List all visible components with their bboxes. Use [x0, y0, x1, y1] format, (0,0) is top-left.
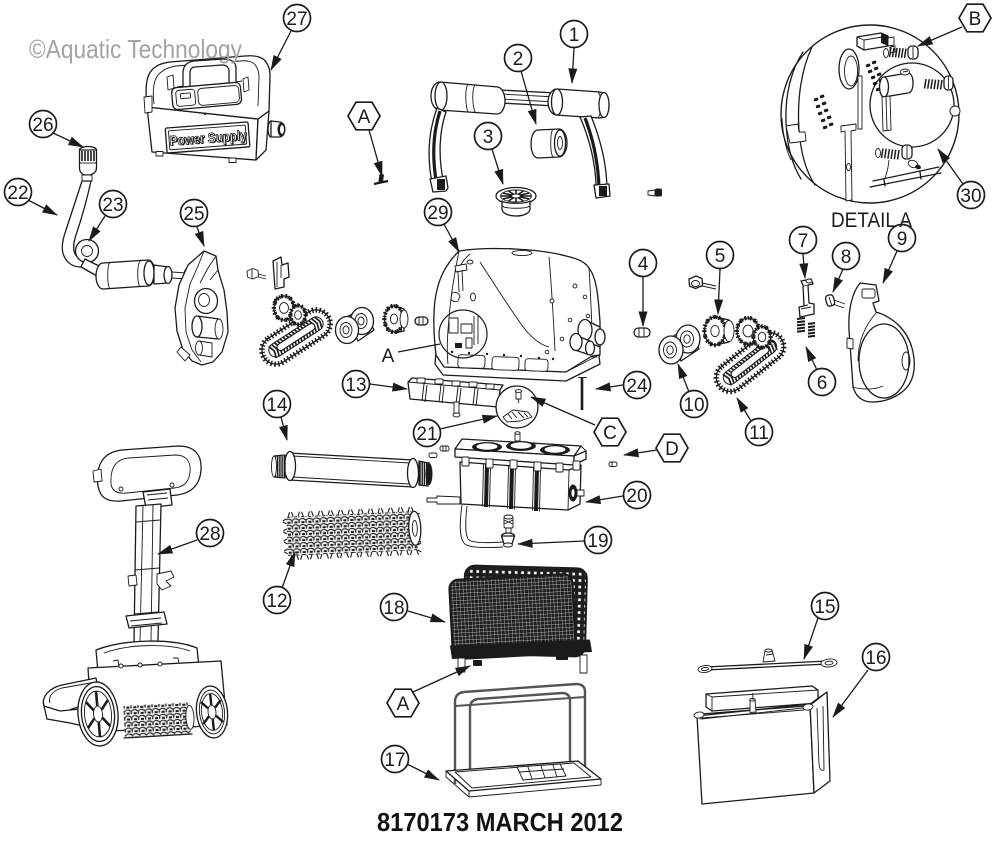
- svg-text:16: 16: [865, 648, 886, 669]
- svg-text:8: 8: [841, 247, 852, 268]
- svg-text:13: 13: [345, 375, 366, 396]
- svg-text:A: A: [358, 107, 371, 128]
- svg-text:12: 12: [266, 591, 287, 612]
- svg-text:5: 5: [715, 246, 726, 267]
- svg-text:19: 19: [587, 531, 608, 552]
- svg-text:6: 6: [817, 373, 828, 394]
- svg-text:©Aquatic Technology: ©Aquatic Technology: [29, 34, 242, 64]
- svg-text:8170173 MARCH 2012: 8170173 MARCH 2012: [377, 807, 623, 837]
- svg-text:D: D: [665, 439, 679, 460]
- svg-text:9: 9: [897, 229, 908, 250]
- svg-text:27: 27: [286, 9, 307, 30]
- svg-text:25: 25: [183, 204, 204, 225]
- svg-text:30: 30: [960, 186, 981, 207]
- svg-text:20: 20: [626, 486, 647, 507]
- svg-text:C: C: [603, 423, 617, 444]
- svg-text:14: 14: [266, 395, 288, 416]
- svg-text:26: 26: [32, 115, 53, 136]
- svg-text:22: 22: [7, 183, 28, 204]
- svg-text:21: 21: [416, 424, 437, 445]
- svg-text:29: 29: [427, 203, 448, 224]
- svg-text:Power Supply: Power Supply: [169, 128, 247, 149]
- svg-text:23: 23: [102, 195, 123, 216]
- svg-text:28: 28: [199, 524, 220, 545]
- svg-text:A: A: [382, 346, 395, 367]
- svg-text:Power Supply: Power Supply: [170, 128, 248, 149]
- svg-text:11: 11: [749, 423, 769, 444]
- svg-text:24: 24: [626, 376, 648, 397]
- svg-text:1: 1: [569, 25, 580, 46]
- svg-text:B: B: [969, 9, 982, 30]
- svg-text:10: 10: [683, 395, 704, 416]
- svg-text:2: 2: [513, 49, 524, 70]
- svg-text:A: A: [397, 694, 410, 715]
- svg-text:15: 15: [814, 597, 835, 618]
- svg-text:3: 3: [483, 127, 494, 148]
- svg-text:DETAIL A: DETAIL A: [831, 209, 912, 232]
- svg-text:4: 4: [638, 254, 649, 275]
- svg-text:7: 7: [798, 231, 809, 252]
- svg-text:17: 17: [384, 750, 405, 771]
- svg-text:18: 18: [383, 598, 404, 619]
